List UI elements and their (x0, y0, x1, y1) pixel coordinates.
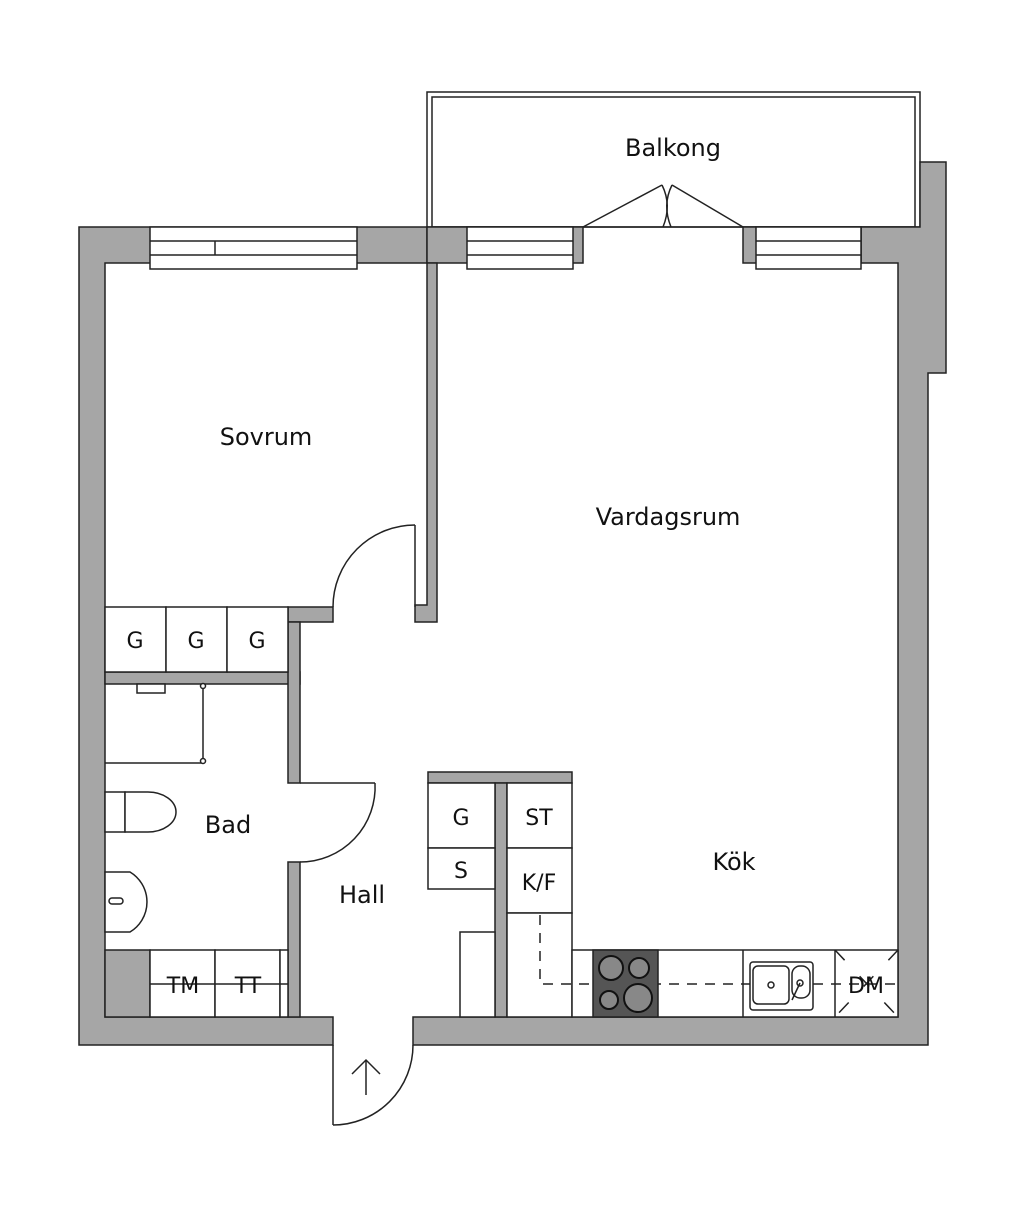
balcony (426, 91, 921, 228)
sink-icon (749, 961, 814, 1011)
broom-closet-label: ST (525, 806, 553, 831)
room-label-balcony: Balkong (625, 134, 721, 162)
bedroom-wardrobes: G G G (104, 606, 289, 673)
room-label-kitchen: Kök (712, 848, 755, 876)
wardrobe-label: G (187, 629, 204, 654)
stove-icon (592, 949, 659, 1018)
windows (149, 226, 862, 270)
dishwasher-label: DM (848, 974, 884, 999)
fridge-freezer-label: K/F (522, 871, 557, 896)
kitchen-units: ST K/F DM (506, 782, 899, 1018)
bathroom-door[interactable] (299, 782, 376, 863)
bedroom-door[interactable] (332, 524, 416, 608)
balcony-door[interactable] (582, 184, 744, 228)
wardrobe-label: G (248, 629, 265, 654)
laundry-units: TM TT (149, 949, 289, 1018)
dryer-label: TT (234, 974, 262, 999)
hall-wardrobe-label: G (452, 806, 469, 831)
interior-walls (104, 262, 573, 1018)
washbasin-icon (104, 871, 148, 933)
room-label-hall: Hall (339, 881, 385, 909)
washing-machine-label: TM (166, 974, 199, 999)
room-label-living-room: Vardagsrum (596, 503, 741, 531)
hall-closets: G S (427, 782, 496, 1018)
toilet-icon (104, 791, 177, 833)
wardrobe-label: G (126, 629, 143, 654)
entry-door[interactable] (332, 1044, 414, 1126)
dishwasher: DM (834, 949, 899, 1018)
room-label-bedroom: Sovrum (220, 423, 313, 451)
room-label-bathroom: Bad (205, 811, 251, 839)
shower (105, 682, 207, 765)
entrance-arrow-icon (351, 1058, 381, 1095)
hall-storage-label: S (454, 859, 468, 884)
